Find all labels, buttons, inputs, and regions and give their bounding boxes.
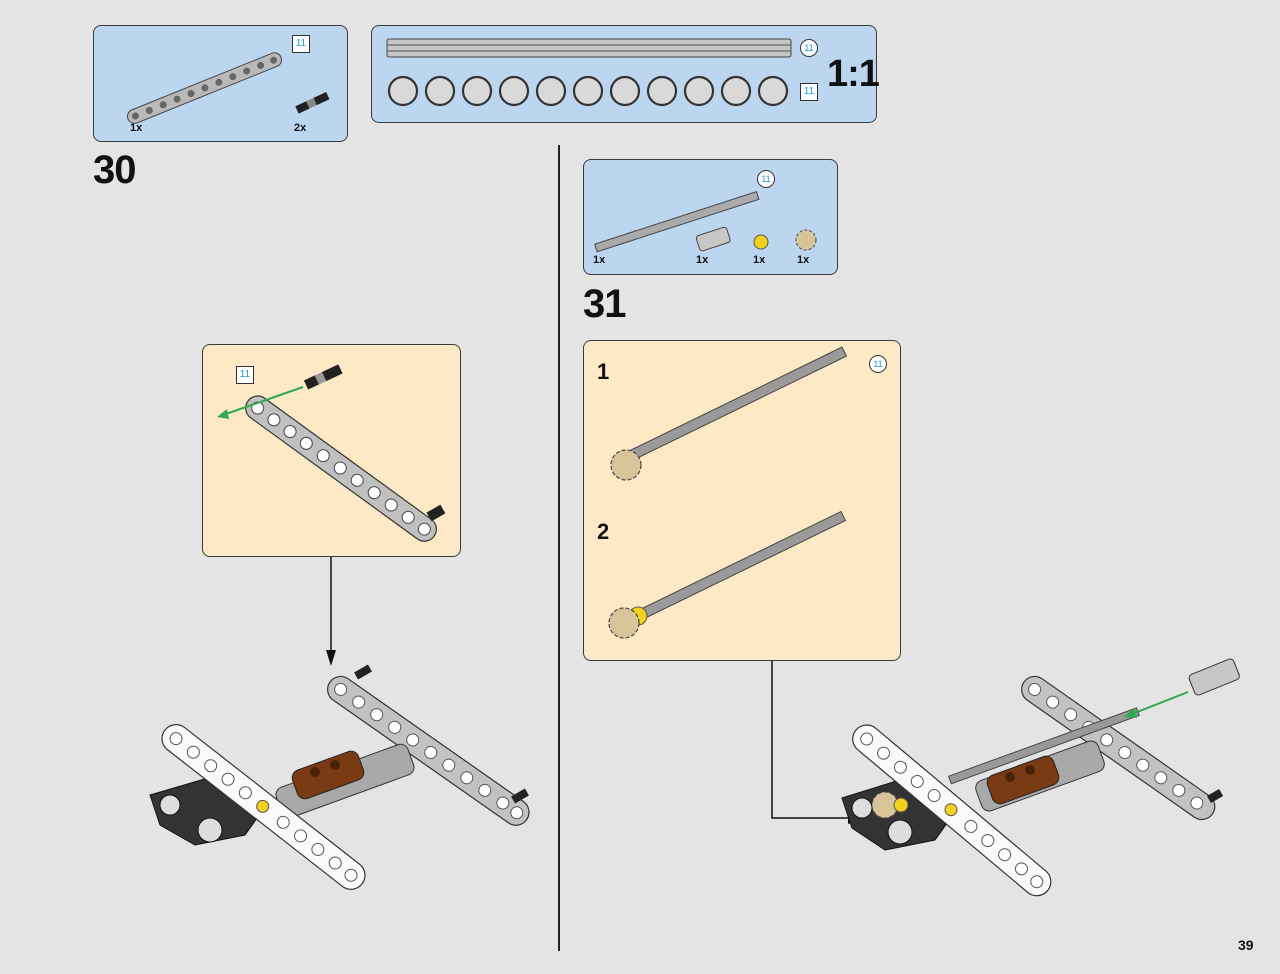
brown-connector-icon	[291, 750, 365, 800]
axle-connector-icon	[1188, 658, 1240, 696]
step31-qty-connector: 1x	[696, 254, 709, 266]
step30-qty-pin: 2x	[294, 122, 307, 134]
liftarm-beam-icon	[245, 395, 437, 542]
step30-parts-badge: 11	[292, 35, 310, 53]
axle-11-icon	[386, 38, 792, 58]
white-liftarm-icon	[852, 724, 1052, 897]
grey-liftarm-icon	[327, 675, 530, 826]
step30-sub-illustration	[217, 364, 446, 542]
scale-axle-badge: 11	[800, 39, 818, 57]
bush-icon	[893, 797, 909, 813]
white-liftarm-icon	[161, 724, 366, 890]
gear-icon	[610, 449, 642, 481]
step30-number: 30	[93, 148, 136, 192]
green-arrow-icon	[222, 386, 304, 416]
scale-beam-badge: 11	[800, 83, 818, 101]
gear-icon	[608, 607, 640, 639]
step31-parts-badge: 11	[757, 170, 775, 188]
pin-icon	[426, 504, 446, 522]
scale-label: 1:1	[827, 53, 880, 95]
page-number: 39	[1238, 937, 1254, 953]
substep-1-label: 1	[597, 359, 610, 384]
substep-2-label: 2	[597, 519, 610, 544]
step31-sub-badge: 11	[869, 355, 887, 373]
grey-liftarm-icon	[1021, 675, 1216, 821]
green-arrow-icon	[1131, 691, 1189, 715]
liftarm-11-icon	[387, 75, 789, 107]
scale-reference-illustration	[386, 38, 792, 107]
step31-qty-gear: 1x	[797, 254, 810, 266]
step31-number: 31	[583, 282, 626, 326]
step31-qty-bush: 1x	[753, 254, 766, 266]
step31-sub-illustration	[608, 346, 848, 639]
axle-icon	[594, 191, 760, 253]
step31-qty-axle: 1x	[593, 254, 606, 266]
pin-with-axle-icon	[295, 92, 330, 114]
step30-parts-illustration	[126, 52, 330, 124]
step31-parts-illustration	[594, 191, 817, 253]
step30-qty-beam: 1x	[130, 122, 143, 134]
pin-with-axle-icon	[303, 364, 343, 390]
step30-sub-badge: 11	[236, 366, 254, 384]
step-divider	[558, 145, 560, 951]
brown-connector-icon	[986, 755, 1060, 805]
step31-subassembly-callout: 11 1 2	[583, 340, 901, 661]
axle-connector-icon	[695, 226, 731, 252]
step30-subassembly-callout: 11	[202, 344, 461, 557]
step30-parts-callout: 11 1x 2x	[93, 25, 348, 142]
step31-parts-callout: 11 1x 1x 1x 1x	[583, 159, 838, 275]
bush-icon	[753, 234, 769, 250]
liftarm-beam-icon	[126, 52, 282, 124]
scale-reference-panel: 11 11 1:1	[371, 25, 880, 123]
gear-icon	[795, 229, 817, 251]
